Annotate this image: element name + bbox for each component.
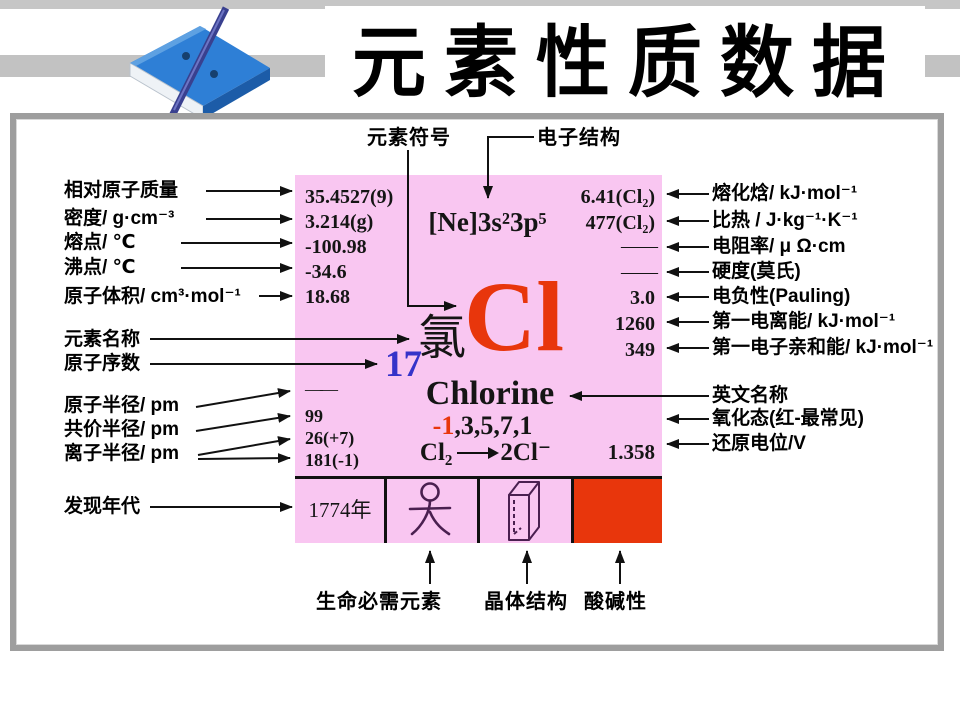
equation-right: 2Cl⁻: [500, 439, 552, 466]
ionic-radius-value-2: 181(-1): [305, 450, 359, 470]
label-density: 密度/ g·cm⁻³: [64, 208, 175, 229]
cell-divider-1: [384, 476, 387, 543]
electron-affinity-value: 349: [625, 339, 655, 361]
label-ionic-radius: 离子半径/ pm: [64, 443, 180, 464]
label-resistivity: 电阻率/ μ Ω·cm: [712, 236, 846, 257]
hardness-value: ——: [621, 261, 658, 283]
density-value: 3.214(g): [305, 211, 374, 233]
oxidation-states: -1,3,5,7,1: [400, 410, 565, 441]
fusion-enthalpy-value: 6.41(Cl₂): [580, 186, 655, 208]
label-crystal-structure: 晶体结构: [484, 591, 568, 613]
banner-stripe-top: [0, 0, 960, 9]
covalent-radius-value: 99: [305, 406, 323, 426]
label-electron-structure: 电子结构: [537, 127, 621, 149]
label-electronegativity: 电负性(Pauling): [712, 286, 851, 307]
atomic-volume-value: 18.68: [305, 286, 350, 308]
reaction-arrow-icon: [457, 447, 500, 459]
atomic-radius-value: ——: [305, 379, 338, 399]
equation-left: Cl₂: [419, 439, 453, 466]
label-atomic-number: 原子序数: [64, 353, 141, 374]
page-title: 元素性质数据: [352, 18, 904, 106]
oxidation-others: ,3,5,7,1: [454, 411, 533, 440]
oxidation-main: -1: [432, 411, 455, 440]
label-atomic-radius: 原子半径/ pm: [64, 395, 180, 416]
atomic-number-value: 17: [385, 344, 422, 385]
label-element-name: 元素名称: [64, 329, 141, 350]
resistivity-value: ——: [621, 235, 658, 257]
label-specific-heat: 比热 / J·kg⁻¹·K⁻¹: [712, 210, 858, 231]
label-reduction-potential: 还原电位/V: [712, 433, 806, 454]
label-first-ionization: 第一电离能/ kJ·mol⁻¹: [712, 311, 896, 332]
crystal-structure-icon: [508, 481, 540, 541]
label-life-essential: 生命必需元素: [316, 591, 442, 613]
acidity-indicator: [574, 479, 662, 543]
label-fusion-enthalpy: 熔化焓/ kJ·mol⁻¹: [712, 183, 858, 204]
melting-point-value: -100.98: [305, 236, 367, 258]
label-english-name: 英文名称: [712, 385, 789, 406]
element-symbol: Cl: [464, 261, 564, 372]
specific-heat-value: 477(Cl₂): [585, 212, 655, 234]
title-plate: [325, 6, 925, 104]
ionic-radius-value-1: 26(+7): [305, 428, 355, 448]
label-discovery-year: 发现年代: [64, 496, 141, 517]
first-ionization-value: 1260: [615, 313, 655, 335]
discovery-year-value: 1774年: [308, 498, 372, 522]
label-boiling-point: 沸点/ ℃: [64, 257, 136, 278]
element-name-cn: 氯: [418, 312, 467, 365]
electronegativity-value: 3.0: [630, 287, 655, 309]
boiling-point-value: -34.6: [305, 261, 347, 283]
cell-divider-2: [477, 476, 480, 543]
element-name-en: Chlorine: [425, 375, 555, 412]
label-covalent-radius: 共价半径/ pm: [64, 419, 180, 440]
life-essential-icon: [408, 482, 452, 536]
label-element-symbol: 元素符号: [367, 127, 451, 149]
label-melting-point: 熔点/ ℃: [64, 232, 136, 253]
atomic-mass-value: 35.4527(9): [305, 186, 394, 208]
cell-divider-3: [571, 476, 574, 543]
label-atomic-mass: 相对原子质量: [64, 180, 179, 201]
reduction-potential-value: 1.358: [607, 440, 655, 464]
label-oxidation-states: 氧化态(红-最常见): [712, 408, 864, 429]
label-acidity: 酸碱性: [584, 591, 647, 613]
label-hardness: 硬度(莫氏): [712, 261, 801, 282]
label-atomic-volume: 原子体积/ cm³·mol⁻¹: [64, 286, 241, 307]
reduction-equation: Cl₂ 2Cl⁻: [398, 438, 573, 468]
label-electron-affinity: 第一电子亲和能/ kJ·mol⁻¹: [712, 337, 934, 358]
